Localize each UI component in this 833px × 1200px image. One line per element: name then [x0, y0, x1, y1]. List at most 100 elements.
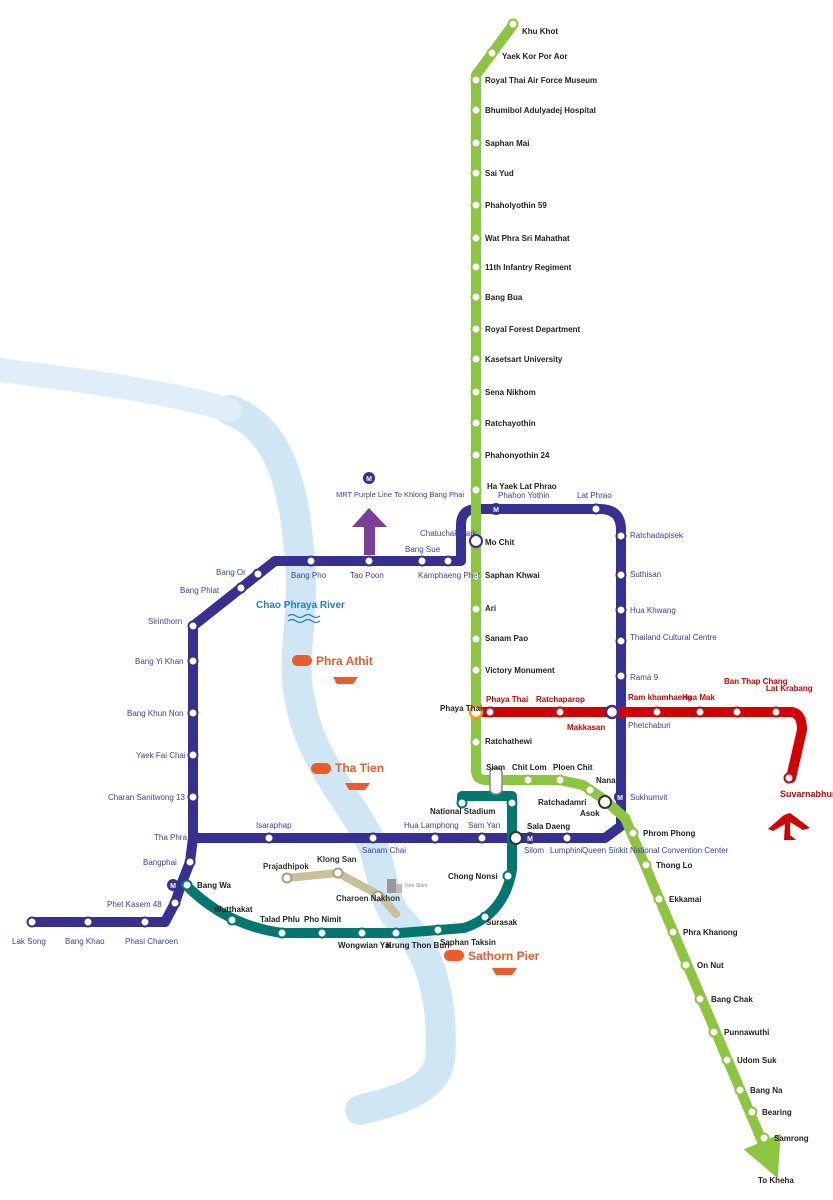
station-label-hua-mak: Hua Mak [682, 693, 715, 702]
teal-stations [181, 797, 518, 939]
station-label-wongwian-yai: Wongwian Yai [338, 941, 392, 950]
station-label-sukhumvit: Sukhumvit [630, 793, 668, 802]
station-label-chatuchak-park: Chatuchak Park [420, 529, 478, 538]
station-label-phetchaburi: Phetchaburi [628, 721, 671, 730]
station-label-bang-pho: Bang Pho [291, 571, 327, 580]
station-label-bang-khao: Bang Khao [65, 937, 105, 946]
station-label-saphan-taksin: Saphan Taksin [440, 938, 496, 947]
station-label-bang-bua: Bang Bua [485, 293, 523, 302]
svg-text:M: M [366, 476, 372, 483]
svg-text:M: M [170, 883, 176, 890]
station-label-phra-khanong: Phra Khanong [683, 928, 738, 937]
station-label-lat-phrao: Lat Phrao [577, 491, 612, 500]
station-label-bang-chak: Bang Chak [711, 995, 753, 1004]
station-label-thailand-cultural-centre: Thailand Cultural Centre [630, 633, 717, 642]
chao-phraya-river [0, 358, 456, 1125]
station-labels: Khu Khot Yaek Kor Por Aor Royal Thai Air… [12, 27, 833, 1185]
station-label-mo-chit: Mo Chit [485, 538, 515, 547]
svg-text:Icon Siam: Icon Siam [405, 883, 427, 889]
station-label-bang-wa: Bang Wa [197, 881, 231, 890]
pier-tha-tien: Tha Tien [335, 761, 384, 775]
station-label-sam-yan: Sam Yan [468, 821, 500, 830]
station-label-ha-yaek-lat-phrao: Ha Yaek Lat Phrao [487, 482, 557, 491]
gold-line [283, 869, 400, 918]
airplane-icon [768, 813, 810, 840]
station-label-bang-or: Bang Or [216, 568, 246, 577]
station-label-chong-nonsi: Chong Nonsi [448, 872, 498, 881]
station-label-sanam-chai: Sanam Chai [362, 846, 406, 855]
station-label-charoen-nakhon: Charoen Nakhon [336, 894, 400, 903]
boat-icon [333, 677, 517, 975]
station-label-rama-9: Rama 9 [630, 673, 659, 682]
station-label-royal-forest-department: Royal Forest Department [485, 325, 580, 334]
station-label-bearing: Bearing [762, 1108, 792, 1117]
station-label-makkasan: Makkasan [567, 723, 605, 732]
station-label-phaya-thai: Phaya Thai [440, 704, 482, 713]
pier-sathorn: Sathorn Pier [468, 949, 540, 963]
station-label-charan-sanitwong-13: Charan Sanitwong 13 [108, 793, 185, 802]
station-label-hua-khwang: Hua Khwang [630, 606, 676, 615]
station-label-wutthakat: Wutthakat [214, 905, 253, 914]
station-label-yaek-fai-chai: Yaek Fai Chai [136, 751, 186, 760]
station-label-ratchadapisek: Ratchadapisek [630, 531, 684, 540]
station-label-bang-khun-non: Bang Khun Non [127, 709, 184, 718]
station-label-lumphini: Lumphini [550, 846, 583, 855]
station-label-surasak: Surasak [486, 918, 518, 927]
red-stations [484, 706, 795, 784]
station-label-kamphaeng-phet: Kamphaeng Phet [418, 571, 481, 580]
station-label-thong-lo: Thong Lo [656, 861, 693, 870]
station-label-ratchadamri: Ratchadamri [538, 798, 586, 807]
mrt-logo-icon [363, 472, 375, 484]
mrt-purple-line-arrow: M [352, 472, 387, 555]
station-label-bang-yi-khan: Bang Yi Khan [135, 657, 183, 666]
interchanges: M M M M [167, 503, 626, 891]
station-label-asok: Asok [580, 809, 600, 818]
svg-text:M: M [493, 507, 499, 514]
gold-stations [281, 867, 384, 902]
station-label-yaek-kor-por-aor: Yaek Kor Por Aor [502, 52, 568, 61]
station-label-phahonyothin-24: Phahonyothin 24 [485, 451, 550, 460]
station-label-lak-song: Lak Song [12, 937, 46, 946]
station-label-talad-phlu: Talad Phlu [260, 915, 300, 924]
station-label-phahon-yothin: Phahon Yothin [498, 491, 550, 500]
station-label-sala-daeng: Sala Daeng [527, 822, 570, 831]
green-terminus: To Kheha [758, 1176, 794, 1185]
station-label-kasetsart-university: Kasetsart University [485, 355, 563, 364]
station-label-suvarnabhumi-airport: Suvarnabhumi Airport [780, 789, 833, 799]
station-label-suthisan: Suthisan [630, 570, 661, 579]
station-label-on-nut: On Nut [697, 961, 724, 970]
pier-phra-athit: Phra Athit [316, 654, 373, 668]
svg-text:M: M [617, 795, 623, 802]
icon-siam-building-icon: Icon Siam [387, 879, 427, 893]
station-label-sanam-pao: Sanam Pao [485, 634, 528, 643]
station-label-ban-thap-chang: Ban Thap Chang [724, 677, 788, 686]
water-icon [287, 613, 321, 624]
station-label-silom: Silom [524, 846, 544, 855]
station-label-punnawuthi: Punnawuthi [724, 1028, 769, 1037]
station-label-bang-sue: Bang Sue [405, 545, 441, 554]
station-label-isaraphap: Isaraphap [256, 821, 292, 830]
station-label-sai-yud: Sai Yud [485, 169, 514, 178]
station-label-ari: Ari [485, 604, 496, 613]
station-label-wat-phra-sri-mahathat: Wat Phra Sri Mahathat [485, 234, 570, 243]
station-label-ram-khamhaeng: Ram khamhaeng [628, 693, 692, 702]
station-label-klong-san: Klong San [317, 855, 357, 864]
station-label-siam: Siam [486, 763, 505, 772]
river-label: Chao Phraya River [256, 600, 345, 611]
station-label-ratchayothin: Ratchayothin [485, 419, 536, 428]
piers: Phra Athit Tha Tien Sathorn Pier [292, 654, 540, 975]
station-label-prajadhipok: Prajadhipok [263, 862, 309, 871]
station-label-phaya-thai: Phaya Thai [486, 695, 528, 704]
station-label-ploen-chit: Ploen Chit [553, 763, 593, 772]
svg-text:M: M [527, 836, 533, 843]
bts-silom-line [181, 791, 517, 938]
station-label-pho-nimit: Pho Nimit [304, 915, 342, 924]
station-label-udom-suk: Udom Suk [737, 1056, 777, 1065]
station-label-sena-nikhom: Sena Nikhom [485, 388, 536, 397]
station-label-phrom-phong: Phrom Phong [643, 829, 696, 838]
station-label-ratchathewi: Ratchathewi [485, 737, 532, 746]
purple-line-note: MRT Purple Line To Khlong Bang Phai [336, 490, 464, 499]
station-label-sirinthorn: Sirinthorn [148, 617, 182, 626]
station-label-queen-sirikit-national-convention-center: Queen Sirikit National Convention Center [582, 846, 729, 855]
